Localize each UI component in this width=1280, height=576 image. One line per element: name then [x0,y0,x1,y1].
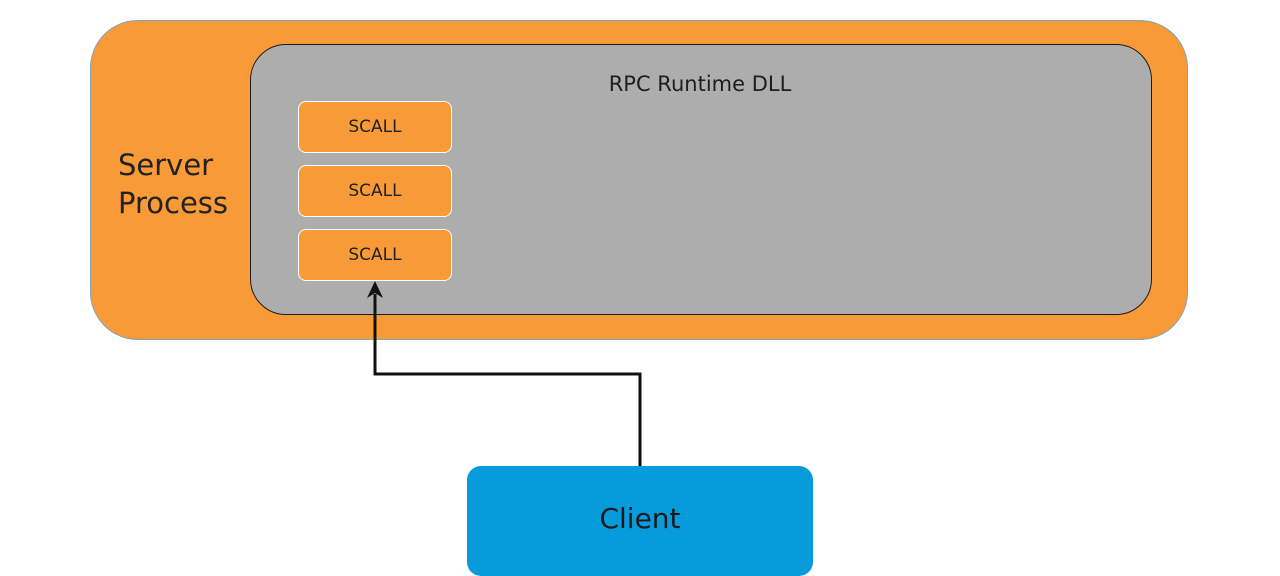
scall-label: SCALL [348,117,402,137]
scall-box-2: SCALL [298,165,452,217]
scall-box-3: SCALL [298,229,452,281]
scall-box-1: SCALL [298,101,452,153]
rpc-runtime-dll-label: RPC Runtime DLL [608,72,792,96]
scall-label: SCALL [348,245,402,265]
server-process-label: Server Process [118,148,229,220]
client-label: Client [599,502,681,535]
scall-label: SCALL [348,181,402,201]
